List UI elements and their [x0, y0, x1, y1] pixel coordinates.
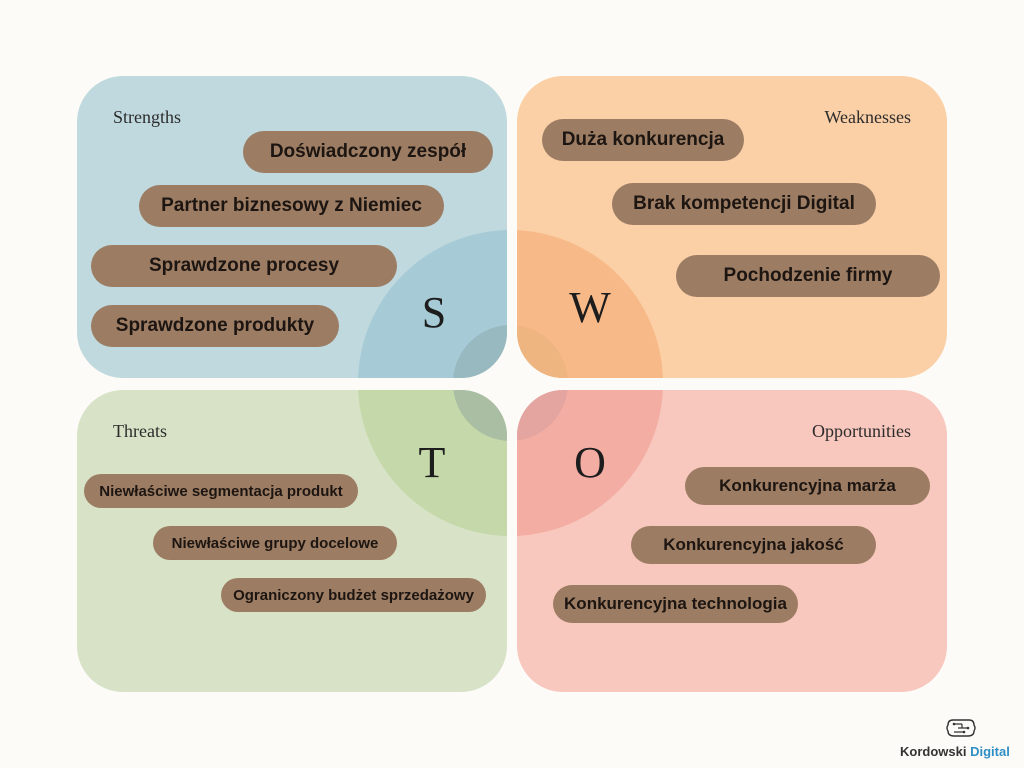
threat-item: Niewłaściwe grupy docelowe	[153, 526, 397, 560]
brain-circuit-icon	[946, 719, 976, 737]
strength-item: Sprawdzone procesy	[91, 245, 397, 287]
threats-letter: T	[418, 438, 446, 487]
brand-name-main: Kordowski	[900, 744, 971, 759]
strengths-title: Strengths	[113, 107, 182, 127]
opportunities-title: Opportunities	[812, 421, 911, 441]
strengths-letter: S	[421, 288, 447, 337]
threats-title: Threats	[113, 421, 167, 441]
strength-item: Sprawdzone produkty	[91, 305, 339, 347]
weakness-item: Brak kompetencji Digital	[612, 183, 876, 225]
weaknesses-title: Weaknesses	[824, 107, 911, 127]
brand-name: Kordowski Digital	[900, 744, 1010, 759]
brand-logo: Kordowski Digital	[900, 716, 1020, 764]
weakness-item: Pochodzenie firmy	[676, 255, 940, 297]
opportunity-item: Konkurencyjna jakość	[631, 526, 876, 564]
strength-item: Doświadczony zespół	[243, 131, 493, 173]
weaknesses-letter: W	[569, 283, 611, 332]
opportunity-item: Konkurencyjna marża	[685, 467, 930, 505]
threat-item: Niewłaściwe segmentacja produkt	[84, 474, 358, 508]
weakness-item: Duża konkurencja	[542, 119, 744, 161]
brand-name-accent: Digital	[970, 744, 1010, 759]
strength-item: Partner biznesowy z Niemiec	[139, 185, 444, 227]
opportunity-item: Konkurencyjna technologia	[553, 585, 798, 623]
threat-item: Ograniczony budżet sprzedażowy	[221, 578, 486, 612]
opportunities-letter: O	[574, 438, 606, 487]
